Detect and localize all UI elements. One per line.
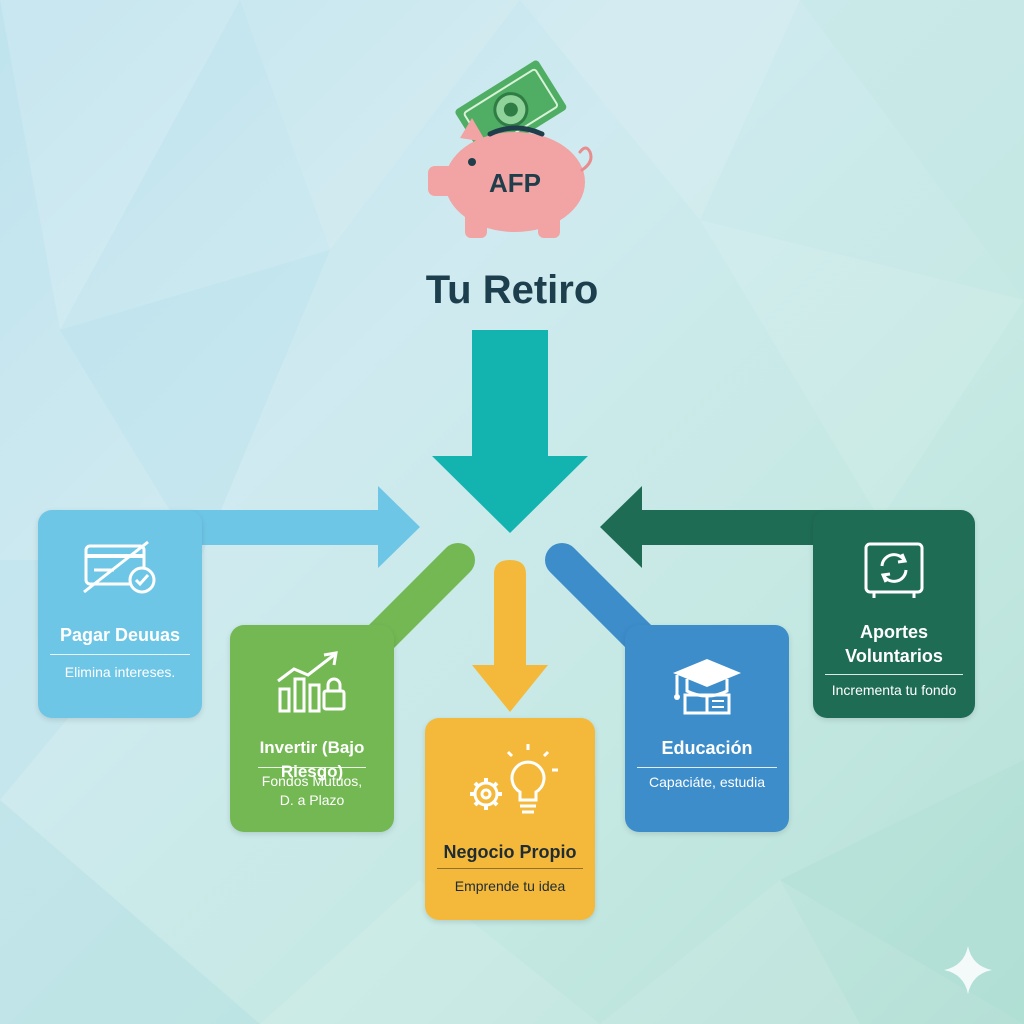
card-pagar-deudas: Pagar Deuuas Elimina intereses.: [38, 510, 202, 718]
option-title: Pagar Deuuas: [59, 625, 181, 645]
option-desc-line2: D. a Plazo: [279, 792, 345, 808]
gear-lightbulb-icon: [470, 744, 558, 814]
piggy-label: AFP: [489, 168, 541, 198]
divider: [637, 767, 777, 768]
card-educacion: Educación Capaciáte, estudia: [625, 625, 789, 832]
credit-card-check-icon: [83, 540, 156, 594]
growth-chart-lock-icon: [277, 651, 346, 713]
arrow-aportes: [600, 486, 870, 568]
page-title: Tu Retiro: [425, 268, 599, 312]
option-desc: Incrementa tu fondo: [831, 682, 957, 698]
arrow-deudas: [155, 486, 420, 568]
option-title-line1: Aportes: [859, 622, 928, 642]
option-title: Invertir (Bajo Riesgo): [259, 738, 365, 781]
card-invertir: Invertir (Bajo Riesgo) Fondos Mutuos, D.…: [230, 625, 394, 832]
piggy-bank-icon: [428, 60, 593, 238]
divider: [825, 674, 963, 675]
option-desc: Capaciáte, estudia: [649, 774, 765, 790]
sparkle-icon: [944, 946, 992, 994]
divider: [437, 868, 583, 869]
graduation-cap-book-icon: [673, 659, 741, 715]
option-title: Negocio Propio: [443, 842, 577, 862]
card-aportes-voluntarios: Aportes Voluntarios Incrementa tu fondo: [813, 510, 975, 718]
divider: [258, 767, 366, 768]
option-title: Educación: [661, 738, 753, 758]
safe-refresh-icon: [864, 542, 924, 598]
divider: [50, 654, 190, 655]
option-desc-line1: Fondos Mutuos,: [261, 773, 363, 789]
card-negocio-propio: Negocio Propio Emprende tu idea: [425, 718, 595, 920]
main-down-arrow: [432, 330, 588, 533]
option-title-line2: Voluntarios: [845, 646, 943, 666]
option-desc: Emprende tu idea: [454, 878, 566, 894]
arrow-negocio: [472, 560, 548, 712]
banknote-icon: [455, 60, 567, 159]
option-desc: Elimina intereses.: [64, 664, 176, 680]
